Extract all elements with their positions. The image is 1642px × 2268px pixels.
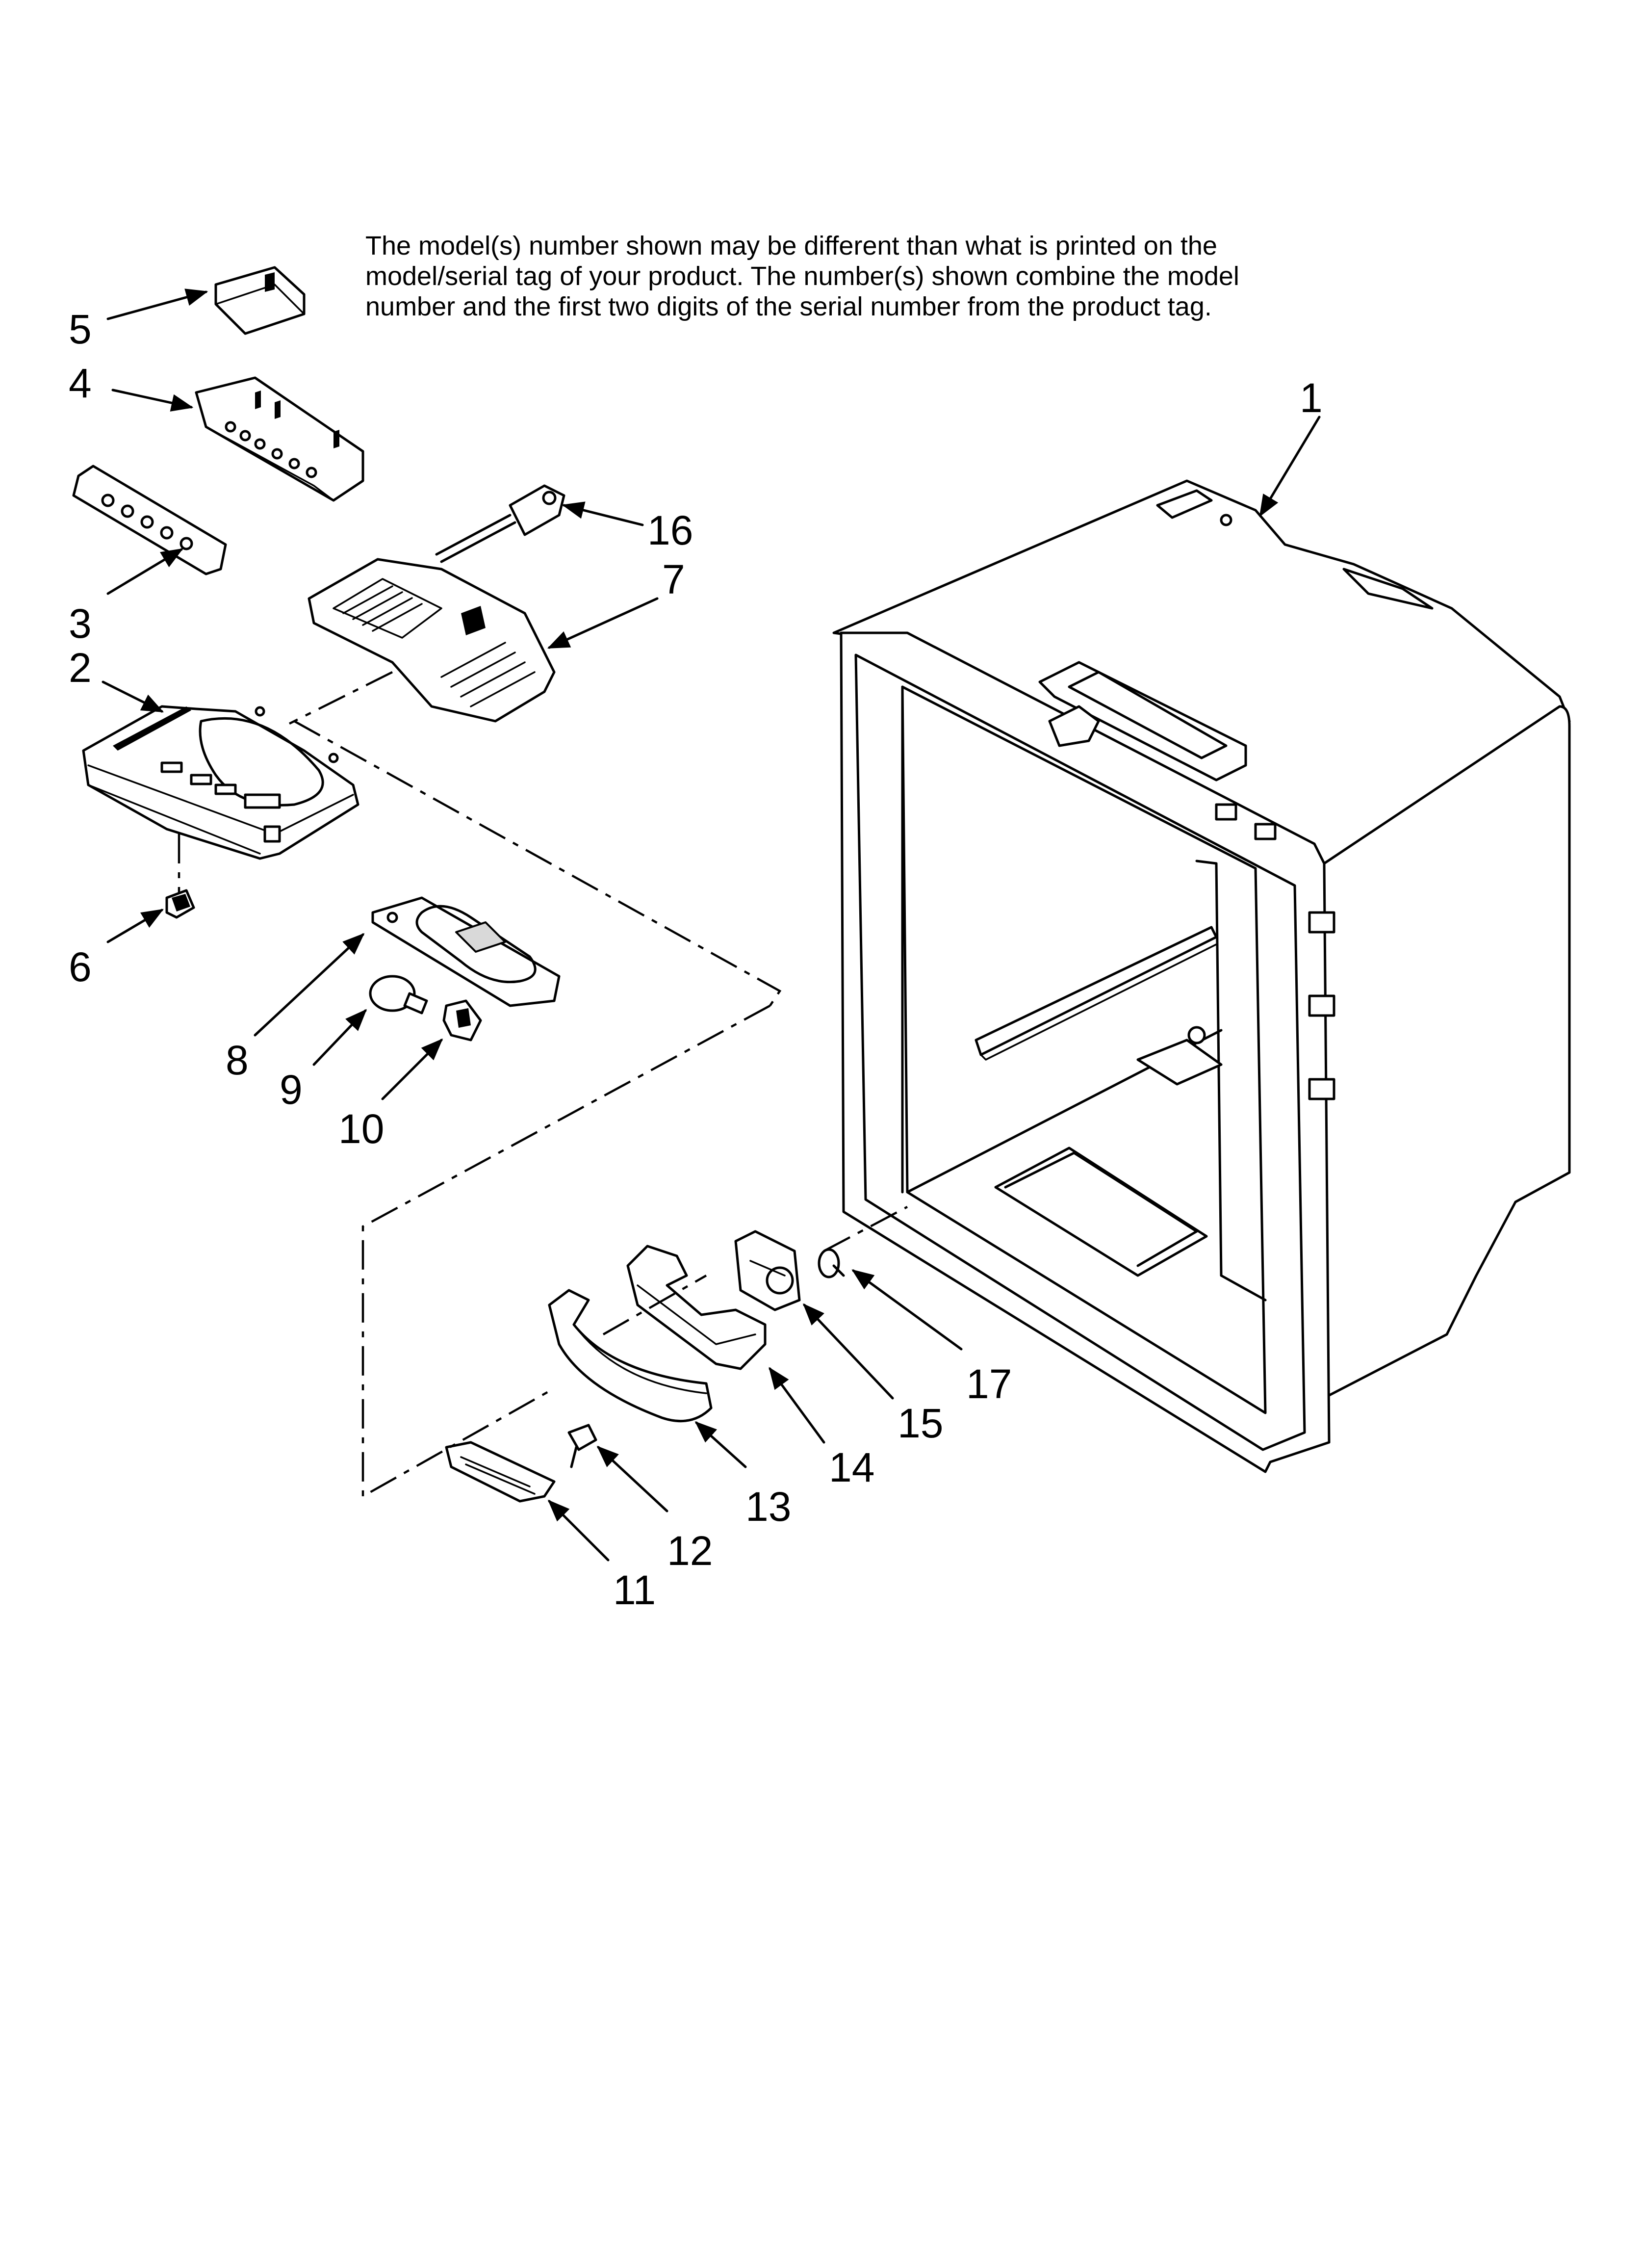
callout-14: 14 [829, 1444, 874, 1490]
callout-16: 16 [647, 507, 693, 553]
callout-17: 17 [966, 1361, 1012, 1407]
callout-5: 5 [69, 306, 92, 352]
part-14[interactable] [626, 1245, 767, 1370]
callout-15: 15 [898, 1400, 943, 1446]
part-10-socket[interactable] [442, 999, 482, 1042]
part-9-bulb[interactable] [369, 975, 428, 1015]
callout-9: 9 [280, 1067, 303, 1113]
part-5[interactable] [214, 266, 306, 335]
callout-8: 8 [226, 1037, 249, 1083]
callout-13: 13 [745, 1484, 791, 1530]
part-15[interactable] [734, 1230, 801, 1311]
part-11[interactable] [445, 1441, 556, 1503]
part-4[interactable] [195, 376, 364, 502]
part-12-screw[interactable] [567, 1424, 597, 1468]
part-16-sensor[interactable] [435, 484, 565, 563]
callout-labels: 1 5 4 3 2 6 7 16 8 9 10 11 12 13 14 15 1… [69, 306, 1323, 1613]
note-line-1: The model(s) number shown may be differe… [365, 231, 1217, 261]
leader-lines [102, 288, 1321, 1562]
callout-10: 10 [338, 1106, 384, 1152]
note-line-3: number and the first two digits of the s… [365, 292, 1212, 321]
callout-6: 6 [69, 944, 92, 990]
callout-4: 4 [69, 360, 92, 406]
note-line-2: model/serial tag of your product. The nu… [365, 261, 1239, 291]
model-number-note: The model(s) number shown may be differe… [365, 231, 1346, 322]
assembly-lines [178, 671, 908, 1498]
part-1-liner[interactable] [832, 479, 1571, 1473]
part-6-switch[interactable] [165, 889, 195, 919]
part-3[interactable] [72, 465, 227, 575]
part-8-light-housing[interactable] [371, 896, 561, 1007]
part-7-light-cover[interactable] [308, 558, 556, 723]
callout-7: 7 [662, 556, 685, 602]
part-13[interactable] [548, 1289, 713, 1423]
callout-12: 12 [667, 1528, 713, 1574]
callout-2: 2 [69, 645, 92, 691]
callout-3: 3 [69, 600, 92, 647]
part-17-screw[interactable] [818, 1248, 845, 1278]
callout-11: 11 [613, 1567, 656, 1613]
callout-1: 1 [1300, 375, 1323, 421]
part-2-control-housing[interactable] [82, 705, 359, 860]
